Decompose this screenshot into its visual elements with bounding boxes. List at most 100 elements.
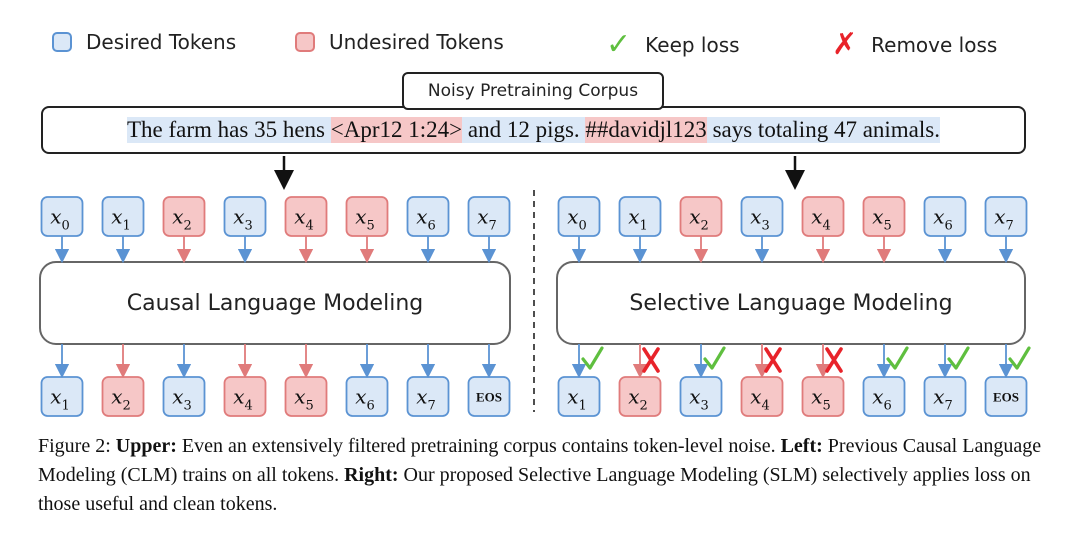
legend-remove-label: Remove loss <box>871 33 998 57</box>
right-input-token-0-label: x0 <box>567 205 587 234</box>
caption-left-text: Previous Causal Language Modeling (CLM) … <box>38 435 1042 486</box>
right-output-token-5-sub: 6 <box>884 399 892 414</box>
corpus-segment-desired: The farm has 35 hens <box>127 117 331 143</box>
legend: Desired Tokens Undesired Tokens ✓ Keep l… <box>0 30 1080 64</box>
left-model-box <box>39 261 511 345</box>
right-input-token-6-base: x <box>933 205 944 229</box>
figure-caption: Figure 2: Upper: Even an extensively fil… <box>38 432 1048 519</box>
desired-swatch-icon <box>52 32 72 52</box>
right-input-token-4-sub: 4 <box>823 219 831 234</box>
left-output-token-3-sub: 4 <box>245 399 253 414</box>
left-input-token-7-sub: 7 <box>489 219 497 234</box>
legend-undesired: Undesired Tokens <box>295 30 504 54</box>
right-output-token-6-base: x <box>933 385 944 409</box>
right-output-token-4-label: x5 <box>811 385 831 414</box>
left-input-token-3-sub: 3 <box>245 219 253 234</box>
left-input-token-3-label: x3 <box>233 205 253 234</box>
right-remove-loss-icon-1 <box>642 347 660 373</box>
left-output-token-4-base: x <box>294 385 305 409</box>
corpus-segment-desired: says totaling 47 animals. <box>706 117 940 143</box>
right-output-token-1-sub: 2 <box>640 399 648 414</box>
legend-desired-label: Desired Tokens <box>86 30 237 54</box>
right-input-token-7-label: x7 <box>994 205 1014 234</box>
checkmark-icon: ✓ <box>606 27 632 62</box>
right-input-token-2-label: x2 <box>689 205 709 234</box>
right-input-token-3-label: x3 <box>750 205 770 234</box>
left-output-token-0-sub: 1 <box>62 399 70 414</box>
legend-keep: ✓ Keep loss <box>606 30 740 60</box>
right-input-token-1-base: x <box>628 205 639 229</box>
right-input-token-3-sub: 3 <box>762 219 770 234</box>
left-output-token-7-label: EOS <box>476 390 502 405</box>
right-input-token-6-sub: 6 <box>945 219 953 234</box>
corpus-segment-undesired: <Apr12 1:24> <box>330 117 463 143</box>
right-input-token-4-label: x4 <box>811 205 831 234</box>
left-input-token-1-base: x <box>111 205 122 229</box>
left-output-token-5-base: x <box>355 385 366 409</box>
right-output-token-2-label: x3 <box>689 385 709 414</box>
left-output-token-6-sub: 7 <box>428 399 436 414</box>
corpus-sentence: The farm has 35 hens <Apr12 1:24> and 12… <box>41 106 1026 154</box>
right-model-box <box>556 261 1026 345</box>
right-input-token-2-base: x <box>689 205 700 229</box>
legend-undesired-label: Undesired Tokens <box>329 30 504 54</box>
left-output-token-1-label: x2 <box>111 385 131 414</box>
left-input-token-1-sub: 1 <box>123 219 131 234</box>
left-input-token-7-label: x7 <box>477 205 497 234</box>
right-input-token-0-sub: 0 <box>579 219 587 234</box>
caption-right-head: Right: <box>344 464 399 486</box>
caption-left-head: Left: <box>780 435 823 457</box>
right-output-token-0-base: x <box>567 385 578 409</box>
left-input-token-2-base: x <box>172 205 183 229</box>
right-input-token-5-base: x <box>872 205 883 229</box>
left-output-token-1-sub: 2 <box>123 399 131 414</box>
cross-icon: ✗ <box>832 27 858 62</box>
left-input-token-4-label: x4 <box>294 205 314 234</box>
caption-upper-head: Upper: <box>115 435 177 457</box>
clm-label: Causal Language Modeling <box>126 290 424 316</box>
right-output-token-6-label: x7 <box>933 385 953 414</box>
left-input-token-5-sub: 5 <box>367 219 375 234</box>
left-input-token-5-base: x <box>355 205 366 229</box>
right-output-token-7-label: EOS <box>993 390 1019 405</box>
right-remove-loss-icon-4 <box>825 347 843 373</box>
right-input-token-3-base: x <box>750 205 761 229</box>
right-input-token-1-sub: 1 <box>640 219 648 234</box>
right-output-token-1-label: x2 <box>628 385 648 414</box>
left-input-token-7-base: x <box>477 205 488 229</box>
left-output-token-5-sub: 6 <box>367 399 375 414</box>
right-output-token-3-sub: 4 <box>762 399 770 414</box>
right-keep-loss-icon-0 <box>581 346 604 370</box>
corpus-segment-desired: and 12 pigs. <box>462 117 586 143</box>
legend-remove: ✗ Remove loss <box>832 30 997 60</box>
right-output-token-2-sub: 3 <box>701 399 709 414</box>
right-input-token-0-base: x <box>567 205 578 229</box>
right-output-token-5-base: x <box>872 385 883 409</box>
right-output-token-3-label: x4 <box>750 385 770 414</box>
left-output-token-2-label: x3 <box>172 385 192 414</box>
right-remove-loss-icon-3 <box>764 347 782 373</box>
left-output-token-3-label: x4 <box>233 385 253 414</box>
left-input-token-4-sub: 4 <box>306 219 314 234</box>
right-input-token-4-base: x <box>811 205 822 229</box>
corpus-title: Noisy Pretraining Corpus <box>402 72 664 110</box>
right-input-token-5-label: x5 <box>872 205 892 234</box>
left-output-token-5-label: x6 <box>355 385 375 414</box>
left-output-token-1-base: x <box>111 385 122 409</box>
left-input-token-3-base: x <box>233 205 244 229</box>
right-output-token-4-base: x <box>811 385 822 409</box>
left-output-token-3-base: x <box>233 385 244 409</box>
left-output-token-0-base: x <box>50 385 61 409</box>
left-output-token-6-base: x <box>416 385 427 409</box>
slm-label: Selective Language Modeling <box>629 290 953 316</box>
right-input-token-1-label: x1 <box>628 205 648 234</box>
right-input-token-2-sub: 2 <box>701 219 709 234</box>
right-keep-loss-icon-2 <box>703 346 726 370</box>
right-output-token-6-sub: 7 <box>945 399 953 414</box>
right-output-token-5-label: x6 <box>872 385 892 414</box>
left-input-token-5-label: x5 <box>355 205 375 234</box>
right-output-token-3-base: x <box>750 385 761 409</box>
caption-right-text: Our proposed Selective Language Modeling… <box>38 464 1031 515</box>
